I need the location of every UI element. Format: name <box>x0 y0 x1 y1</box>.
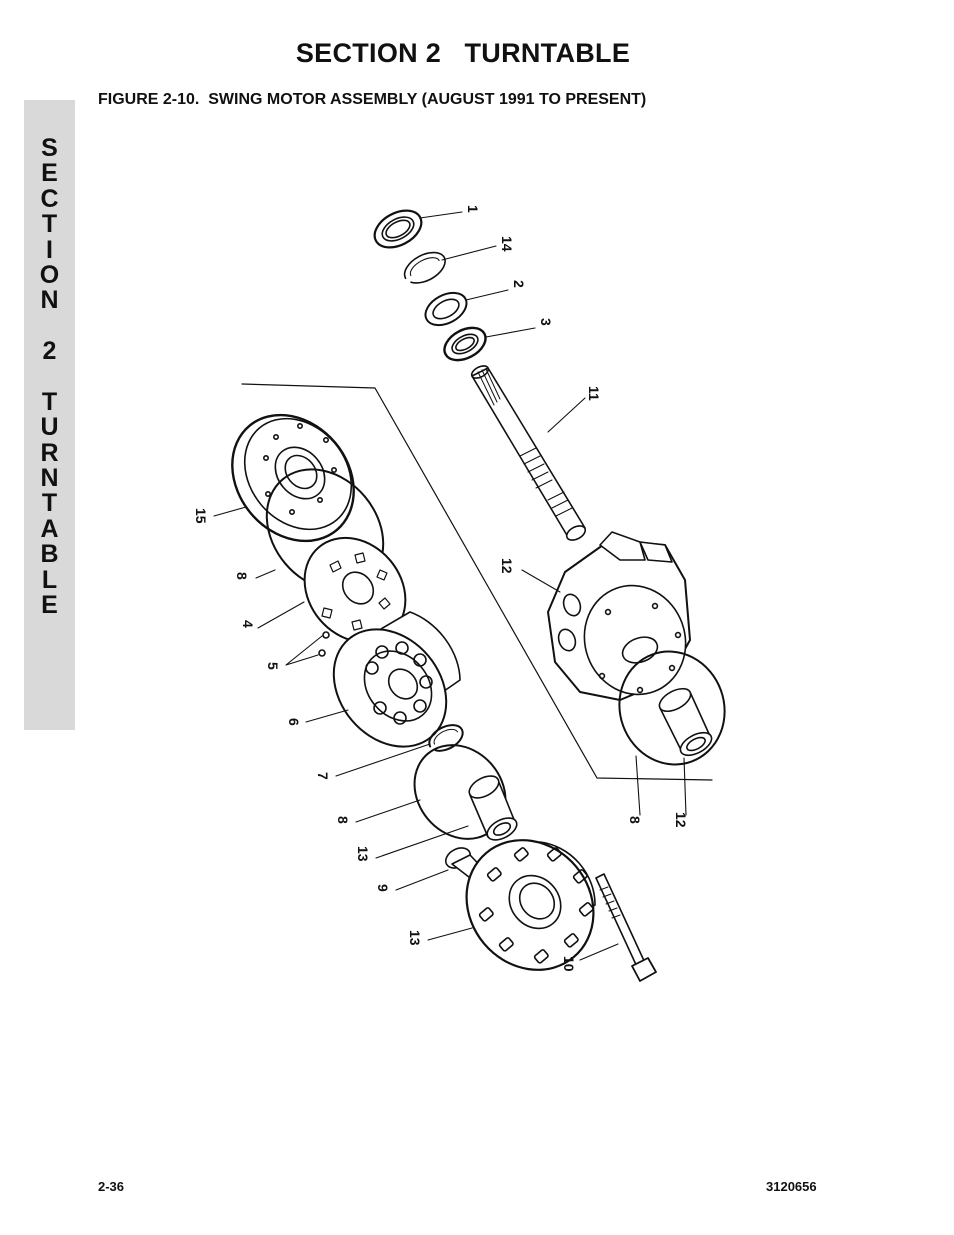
callout-label: 15 <box>193 508 209 524</box>
splined-shaft-part <box>470 365 587 541</box>
callout-leader-lines <box>213 211 687 961</box>
bushing-right-part <box>658 687 713 757</box>
cap-screw-part <box>595 873 657 982</box>
side-tab-letter: B <box>40 540 59 569</box>
seal-ring-part <box>373 209 423 249</box>
assembly-bracket-lines <box>241 383 713 781</box>
side-tab-letter: N <box>40 464 59 493</box>
side-tab-letter: U <box>40 413 59 442</box>
callout-label: 13 <box>355 846 371 862</box>
callout-label: 14 <box>499 236 515 252</box>
callout-label: 3 <box>538 318 554 326</box>
motor-housing-part <box>547 531 691 701</box>
callout-label: 1 <box>465 205 481 213</box>
figure-caption: FIGURE 2-10. SWING MOTOR ASSEMBLY (AUGUS… <box>98 91 647 108</box>
gerotor-part <box>332 611 461 748</box>
callout-label: 8 <box>627 816 643 824</box>
page-title: SECTION 2 TURNTABLE <box>295 38 631 68</box>
bearing-part <box>443 326 487 362</box>
callout-label: 13 <box>407 930 423 946</box>
callout-label: 4 <box>240 620 256 628</box>
callout-labels: 1 14 2 3 11 12 15 8 4 5 6 7 8 13 9 13 10… <box>193 205 689 972</box>
pin-part <box>322 631 330 639</box>
side-tab-letter: R <box>40 438 59 467</box>
side-tab-letter: T <box>41 489 58 518</box>
callout-label: 10 <box>561 956 577 972</box>
side-tab-label: S E C T I O N 2 T U R N T A B L E <box>24 134 75 620</box>
pin-part <box>318 649 326 657</box>
bushing-lower-part <box>468 775 518 841</box>
callout-label: 11 <box>586 386 602 401</box>
callout-label: 12 <box>499 558 515 574</box>
side-tab-letter: T <box>41 387 58 416</box>
callout-label: 5 <box>265 662 281 670</box>
page-number: 2-36 <box>98 1179 125 1194</box>
side-tab-letter: A <box>40 514 59 543</box>
side-tab-letter: O <box>39 260 60 289</box>
callout-label: 6 <box>286 718 302 726</box>
washer-part <box>424 291 468 327</box>
callout-label: 9 <box>375 884 391 892</box>
section-side-tab: S E C T I O N 2 T U R N T A B L E <box>24 100 75 730</box>
callout-label: 7 <box>315 772 331 780</box>
side-tab-letter: E <box>41 159 58 188</box>
end-cap-part <box>465 839 596 971</box>
callout-label: 12 <box>673 812 689 828</box>
o-ring-right-part <box>618 650 726 766</box>
side-tab-letter: 2 <box>42 337 57 366</box>
side-tab-letter: C <box>40 184 59 213</box>
valve-plate-part <box>303 536 407 644</box>
side-tab-letter: T <box>41 210 58 239</box>
callout-label: 2 <box>511 280 527 288</box>
callout-label: 8 <box>234 572 250 580</box>
snap-ring-part <box>403 251 446 284</box>
side-tab-letter: I <box>46 235 53 264</box>
side-tab-letter: E <box>41 591 58 620</box>
end-cover-part <box>231 413 355 543</box>
side-tab-letter: L <box>41 565 58 594</box>
callout-label: 8 <box>335 816 351 824</box>
document-number: 3120656 <box>766 1179 817 1194</box>
side-tab-letter: N <box>40 286 59 315</box>
side-tab-letter: S <box>41 134 58 162</box>
snap-ring-lower-part <box>428 724 464 752</box>
